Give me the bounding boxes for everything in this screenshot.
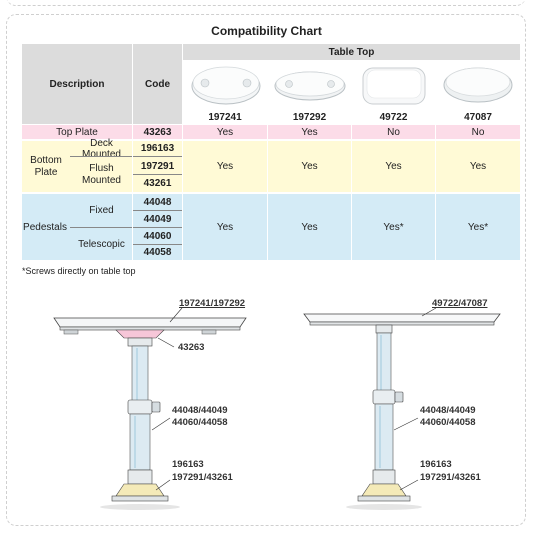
flush-mounted-code: 197291 [140, 160, 175, 172]
top-plate-shape [115, 329, 165, 347]
leader-lines [151, 307, 183, 491]
pedestal-shape [372, 324, 404, 471]
top-plate-value: Yes [301, 126, 318, 138]
right-pedestal-label: 44060/44058 [420, 417, 476, 428]
square-top-49722-image [362, 67, 426, 105]
column-separator [182, 44, 183, 260]
pedestal-shape [127, 345, 161, 471]
flush-mounted-code: 43261 [143, 178, 172, 189]
column-separator [351, 61, 352, 260]
pedestals-value: Yes* [467, 221, 489, 233]
top-plate-label: Top Plate [56, 126, 98, 138]
left-base-label: 196163 [172, 459, 204, 470]
bottom-plate-value: Yes [301, 161, 318, 172]
top-plate-value: Yes [216, 126, 234, 138]
telescopic-code: 44058 [143, 247, 172, 258]
top-code-49722: 49722 [379, 111, 408, 123]
round-top-197241-image [191, 66, 261, 105]
bottom-plate-shape [100, 469, 180, 510]
top-code-197241: 197241 [208, 111, 242, 123]
fixed-code: 44049 [143, 213, 172, 225]
right-assembly-diagram [303, 307, 501, 510]
top-plate-row [22, 125, 520, 139]
table-top-shape [303, 313, 501, 326]
bottom-plate-row [22, 141, 520, 192]
leader-lines [393, 307, 437, 491]
right-base-label: 197291/43261 [420, 472, 481, 483]
top-plate-value: No [387, 126, 400, 138]
bottom-plate-value: Yes [216, 161, 234, 172]
pedestals-value: Yes [216, 221, 234, 233]
right-base-label: 196163 [420, 459, 452, 470]
telescopic-label: Telescopic [78, 238, 125, 250]
bottom-plate-shape [346, 469, 422, 510]
left-top-label: 197241/197292 [179, 298, 246, 309]
right-top-label: 49722/47087 [432, 298, 488, 309]
oval-top-197292-image [274, 71, 346, 101]
footnote: *Screws directly on table top [22, 266, 136, 276]
fixed-label: Fixed [89, 205, 114, 216]
column-separator [435, 61, 436, 260]
telescopic-code: 44060 [143, 230, 172, 242]
bottom-plate-label: Bottom Plate [30, 154, 62, 178]
divider [133, 210, 182, 211]
flush-mounted-label: Flush Mounted [82, 163, 121, 186]
page-title: Compatibility Chart [211, 24, 322, 38]
deck-mounted-code: 196163 [140, 143, 175, 154]
deck-mounted-label: Deck Mounted [82, 137, 121, 160]
divider [70, 227, 182, 228]
divider [133, 244, 182, 245]
column-separator [132, 44, 133, 260]
top-code-197292: 197292 [292, 111, 327, 123]
divider [70, 156, 182, 157]
right-pedestal-label: 44048/44049 [420, 405, 476, 416]
left-plate-label: 43263 [178, 342, 205, 353]
pedestals-label: Pedestals [23, 221, 67, 233]
left-pedestal-label: 44048/44049 [172, 405, 228, 416]
column-separator [267, 61, 268, 260]
fixed-code: 44048 [143, 196, 172, 208]
left-pedestal-label: 44060/44058 [172, 417, 228, 428]
bottom-plate-value: Yes [385, 161, 402, 172]
top-plate-code: 43263 [143, 126, 172, 138]
table-top-images [191, 66, 513, 105]
description-header: Description [22, 44, 132, 124]
round-top-47087-image [443, 67, 513, 103]
table-top-header: Table Top [183, 44, 520, 60]
code-header: Code [133, 44, 182, 124]
chart-card [6, 14, 526, 526]
pedestals-value: Yes* [383, 221, 404, 233]
divider [133, 174, 182, 175]
top-code-47087: 47087 [464, 111, 492, 123]
left-base-label: 197291/43261 [172, 472, 233, 483]
left-assembly-diagram [53, 307, 247, 510]
pedestals-value: Yes [301, 221, 318, 233]
top-border [6, 0, 526, 6]
top-plate-value: No [471, 126, 485, 138]
bottom-plate-value: Yes [469, 161, 487, 172]
